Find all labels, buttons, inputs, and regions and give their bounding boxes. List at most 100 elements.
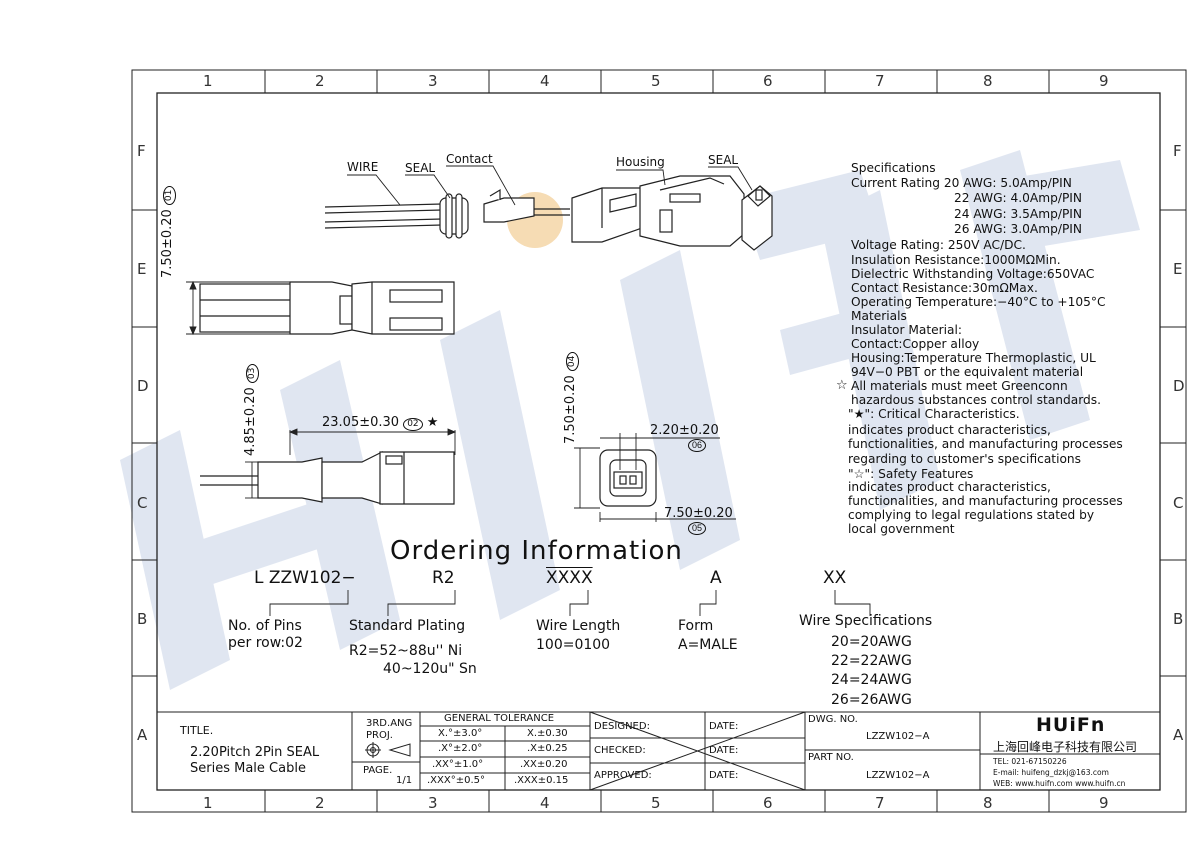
spec-line: Materials (851, 309, 907, 323)
spec-line: Housing:Temperature Thermoplastic, UL (851, 351, 1096, 365)
col-label: 7 (875, 794, 885, 812)
row-label: B (1173, 610, 1184, 628)
spec-line: Contact Resistance:30mΩMax. (851, 281, 1038, 295)
company-logo: HUiFn (1036, 714, 1106, 736)
spec-line: regarding to customer's specifications (848, 452, 1081, 466)
company-tel: TEL: 021-67150226 (993, 757, 1067, 766)
spec-line: local government (848, 522, 955, 536)
title-label: TITLE. (180, 724, 214, 737)
spec-line: functionalities, and manufacturing proce… (848, 437, 1123, 451)
callout-seal-left: SEAL (405, 161, 436, 175)
dimension-ref: 01 (163, 185, 176, 206)
tolerance-angle: X.°±3.0° (438, 728, 483, 739)
form-value: A=MALE (678, 637, 738, 653)
ordering-length-code: XXXX (546, 568, 593, 588)
spec-line: Current Rating 20 AWG: 5.0Amp/PIN (851, 176, 1072, 190)
spec-title: Specifications (851, 161, 936, 175)
projection-label: 3RD.ANG (366, 718, 413, 729)
spec-line: hazardous substances control standards. (851, 393, 1101, 407)
col-label: 4 (540, 72, 550, 90)
tolerance-linear: .X±0.25 (527, 743, 568, 754)
dimension-value: 4.85±0.20 (243, 387, 258, 456)
spec-line: All materials must meet Greenconn (851, 379, 1068, 393)
pins-label: No. of Pins (228, 618, 302, 634)
dimension-05: 7.50±0.20 (664, 506, 733, 521)
page-label: PAGE. (363, 765, 393, 776)
drawing-title: 2.20Pitch 2Pin SEAL (190, 745, 320, 760)
dimension-01: 7.50±0.20 01 (160, 185, 176, 278)
wire-value: 26=26AWG (831, 692, 912, 708)
drawing-title: Series Male Cable (190, 761, 306, 776)
plating-value: 40~120u" Sn (383, 661, 477, 677)
part-no-label: PART NO. (808, 752, 854, 763)
row-label: D (1173, 377, 1185, 395)
dimension-ref: 06 (688, 439, 707, 452)
date-label: DATE: (709, 745, 739, 756)
spec-line: indicates product characteristics, (848, 480, 1051, 494)
spec-line: 26 AWG: 3.0Amp/PIN (954, 222, 1083, 236)
checked-label: CHECKED: (594, 745, 646, 756)
spec-line: Operating Temperature:−40°C to +105°C (851, 295, 1106, 309)
col-label: 6 (763, 72, 773, 90)
dimension-value: 23.05±0.30 (322, 415, 400, 430)
company-name: 上海回峰电子科技有限公司 (993, 740, 1138, 754)
row-label: A (1173, 726, 1184, 744)
dimension-value: 7.50±0.20 (160, 209, 175, 278)
row-label: D (137, 377, 149, 395)
tolerance-angle: .XX°±1.0° (432, 759, 484, 770)
dwg-no-label: DWG. NO. (808, 714, 858, 725)
dimension-ref: 04 (566, 351, 579, 372)
dimension-06: 2.20±0.20 (650, 423, 719, 438)
spec-line: 94V−0 PBT or the equivalent material (851, 365, 1084, 379)
part-no-value: LZZW102−A (866, 770, 930, 781)
side-view-bottom (200, 451, 455, 505)
projection-label: PROJ. (366, 730, 393, 741)
row-label: C (1173, 494, 1184, 512)
critical-star-icon: ★ (426, 415, 439, 430)
row-label: E (137, 260, 147, 278)
dimension-03: 4.85±0.20 03 (243, 363, 259, 456)
callout-wire: WIRE (347, 160, 379, 174)
dimension-value: 2.20±0.20 (650, 423, 719, 438)
spec-line: Insulator Material: (851, 323, 962, 337)
row-label: F (1173, 142, 1182, 160)
col-label: 6 (763, 794, 773, 812)
tolerance-linear: X.±0.30 (527, 728, 568, 739)
tolerance-linear: .XX±0.20 (520, 759, 568, 770)
spec-line: Dielectric Withstanding Voltage:650VAC (851, 267, 1095, 281)
ordering-wire-code: XX (823, 568, 847, 588)
callout-housing: Housing (616, 155, 665, 169)
row-label: A (137, 726, 148, 744)
date-label: DATE: (709, 721, 739, 732)
side-view-top (199, 281, 455, 335)
col-label: 5 (651, 794, 661, 812)
col-label: 2 (315, 72, 325, 90)
approved-label: APPROVED: (594, 770, 652, 781)
wire-value: 24=24AWG (831, 672, 912, 688)
spec-line: "☆": Safety Features (848, 467, 974, 481)
safety-star-icon: ☆ (836, 378, 848, 393)
spec-line: Voltage Rating: 250V AC/DC. (851, 238, 1026, 252)
col-label: 2 (315, 794, 325, 812)
col-label: 5 (651, 72, 661, 90)
ordering-prefix: L ZZW102− (254, 568, 356, 588)
plating-label: Standard Plating (349, 618, 466, 634)
row-label: C (137, 494, 148, 512)
form-label: Form (678, 618, 714, 634)
col-label: 8 (983, 794, 993, 812)
callout-seal-right: SEAL (708, 153, 739, 167)
spec-line: Insulation Resistance:1000MΩMin. (851, 253, 1061, 267)
designed-label: DESIGNED: (594, 721, 650, 732)
company-web: WEB: www.huifn.com www.huifn.cn (993, 779, 1126, 788)
dimension-ref: 02 (403, 418, 423, 431)
col-label: 8 (983, 72, 993, 90)
tolerance-angle: .XXX°±0.5° (427, 775, 486, 786)
spec-line: 24 AWG: 3.5Amp/PIN (954, 207, 1083, 221)
col-label: 1 (203, 72, 213, 90)
page-value: 1/1 (396, 775, 413, 786)
wire-value: 20=20AWG (831, 634, 912, 650)
title-block-grid (157, 711, 1160, 791)
col-label: 1 (203, 794, 213, 812)
tolerance-angle: .X°±2.0° (438, 743, 483, 754)
